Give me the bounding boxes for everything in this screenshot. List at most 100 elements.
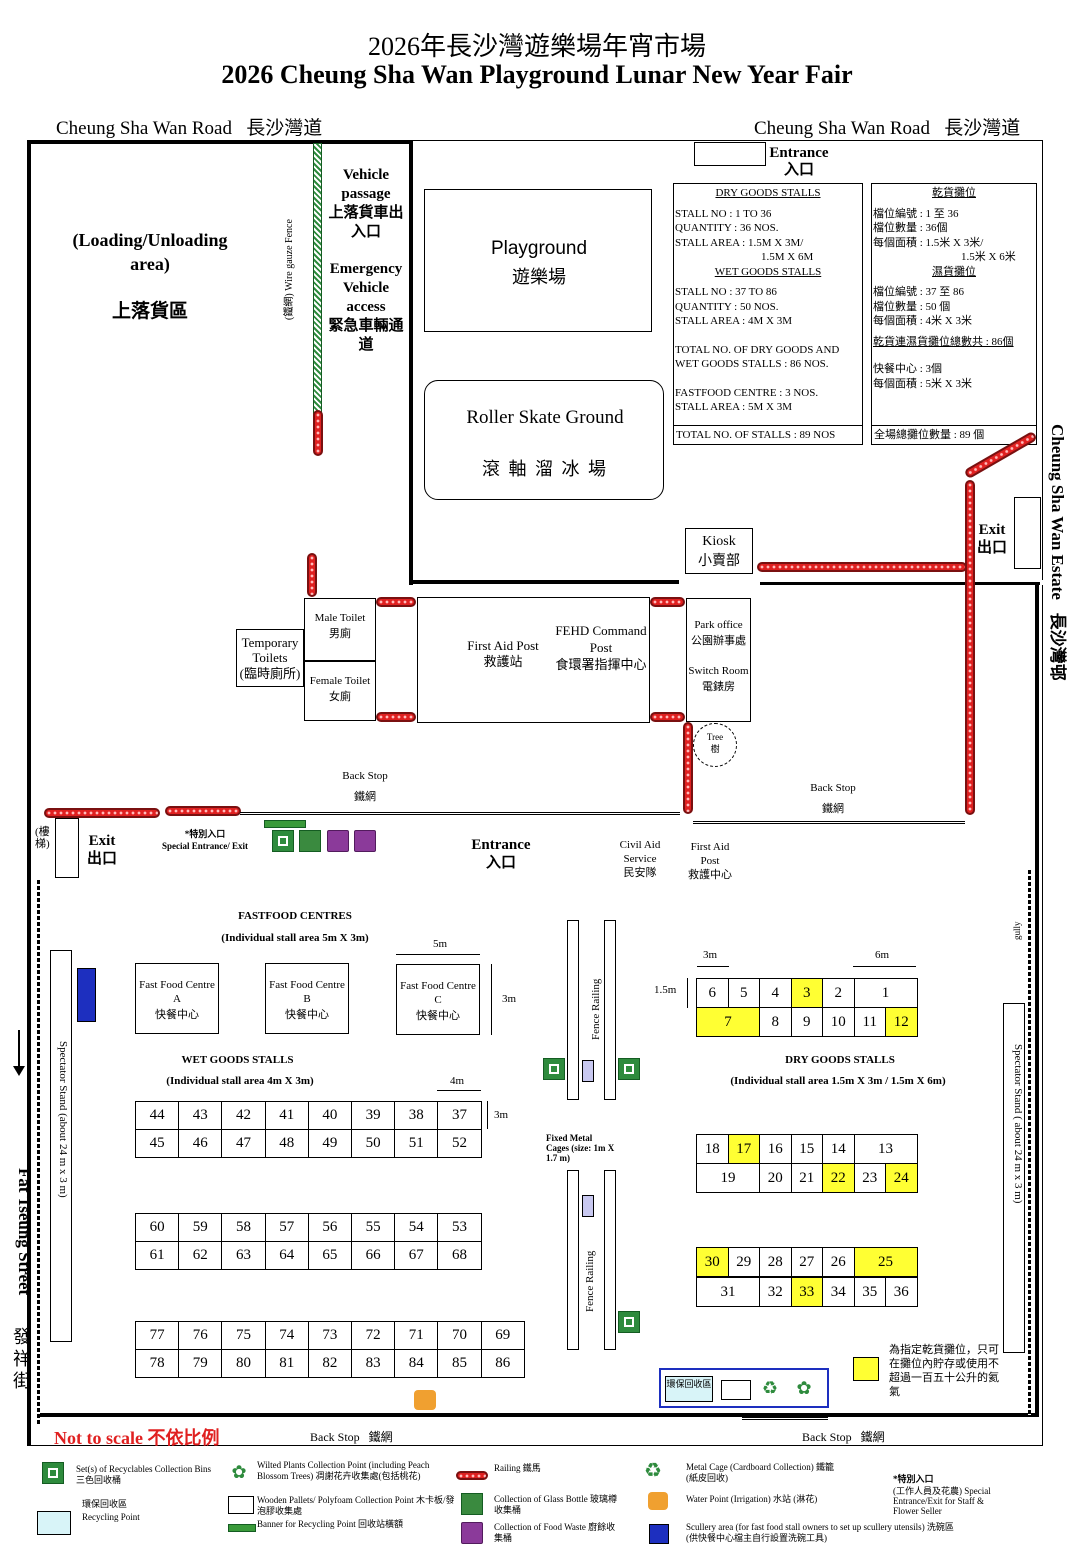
dry-stall-14: 14 [822,1134,855,1164]
male-toilet: Male Toilet 男廁 [304,598,376,661]
legend-water-icon [648,1492,668,1510]
fence-railing-2 [604,920,616,1100]
wet-stall-79: 79 [178,1349,223,1378]
border-top-right [413,140,1043,141]
wet-stall-74: 74 [264,1321,309,1350]
dry-stall-31: 31 [696,1277,760,1307]
entrance-top-gate [694,142,766,166]
wet-stall-38: 38 [394,1101,439,1130]
railing-left-a [44,808,160,818]
legend-railing-icon [456,1471,488,1480]
recyclables-bins-icon [272,830,294,852]
exit-right-gate [1014,497,1041,569]
backstop-bottom-right-line [742,1417,828,1421]
wet-goods-title: WET GOODS STALLS [181,1054,294,1066]
not-to-scale: Not to scale 不依比例 [54,1428,220,1448]
dim-dry-6m: 6m [875,949,890,961]
railing-right-vertical [965,480,975,815]
legend-glass: Collection of Glass Bottle 玻璃樽收集桶 [494,1494,617,1515]
dim-arrow-dry-3m [697,966,729,967]
legend-metal-cage: Metal Cage (Cardboard Collection) 鐵籠 (紙皮… [686,1462,834,1483]
dry-stall-13: 13 [853,1134,918,1164]
kiosk: Kiosk 小賣部 [685,528,753,574]
legend-banner: Banner for Recycling Point 回收站橫額 [257,1519,403,1529]
wet-stall-70: 70 [437,1321,482,1350]
wet-stall-66: 66 [351,1241,396,1270]
dry-stall-4: 4 [759,978,792,1008]
dry-stall-35: 35 [853,1277,886,1307]
playground: Playground 遊樂場 [424,189,652,332]
dry-stall-24: 24 [885,1163,918,1193]
dim-5m-label: 5m [432,938,448,950]
wet-stall-64: 64 [264,1241,309,1270]
wet-stall-84: 84 [394,1349,439,1378]
wet-stall-63: 63 [221,1241,266,1270]
wet-stall-68: 68 [437,1241,482,1270]
dim-dry-15m: 1.5m [654,984,677,996]
metal-cages-label: Fixed Metal Cages (size: 1m X 1.7 m) [546,1133,615,1163]
wet-stall-83: 83 [351,1349,396,1378]
pallet-icon [721,1380,751,1400]
dry-stall-33: 33 [790,1277,823,1307]
dry-stall-25: 25 [853,1247,918,1277]
dry-stall-26: 26 [822,1247,855,1277]
dim-arrow-wet-3m [487,1101,488,1129]
dim-arrow-4m [437,1090,481,1091]
dry-stall-1: 1 [853,978,918,1008]
spectator-stand-right: Spectator Stand ( about 24 m x 3 m) [1003,1003,1025,1353]
wet-stall-81: 81 [264,1349,309,1378]
info-panel-en: DRY GOODS STALLS STALL NO : 1 TO 36 QUAN… [673,183,863,445]
wet-stall-75: 75 [221,1321,266,1350]
wet-stall-55: 55 [351,1213,396,1242]
recycling-area: 環保回收區 ♻ ✿ [659,1368,829,1408]
railing-toilet-a [376,597,416,607]
wet-stall-67: 67 [394,1241,439,1270]
street-arrow-icon [13,1066,25,1076]
title-zh: 2026年長沙灣遊樂場年宵市場 [367,32,706,61]
backstop-left-line [240,812,680,816]
dry-stall-5: 5 [727,978,760,1008]
border-top-left [27,140,413,144]
wet-stall-49: 49 [307,1129,352,1158]
road-label-right: Cheung Sha Wan Road 長沙灣道 [754,118,1021,139]
wet-stall-50: 50 [351,1129,396,1158]
wet-stall-86: 86 [480,1349,525,1378]
loading-area-label: (Loading/Unloading area) [72,230,228,274]
wet-stall-42: 42 [221,1101,266,1130]
wet-stall-40: 40 [307,1101,352,1130]
exit-left-stairs [55,818,79,878]
wet-stall-53: 53 [437,1213,482,1242]
wet-stall-41: 41 [264,1101,309,1130]
legend-recyclables-icon [42,1462,64,1484]
dry-stall-11: 11 [853,1007,886,1037]
wet-stall-58: 58 [221,1213,266,1242]
wet-stall-61: 61 [135,1241,180,1270]
wet-stall-57: 57 [264,1213,309,1242]
wet-stall-52: 52 [437,1129,482,1158]
dim-3m-label: 3m [502,993,517,1005]
wet-stall-69: 69 [480,1321,525,1350]
yellow-key-swatch [853,1357,879,1381]
railing-left-b [165,806,241,816]
wet-stall-62: 62 [178,1241,223,1270]
legend-pallets: Wooden Pallets/ Polyfoam Collection Poin… [257,1495,455,1516]
legend-water: Water Point (Irrigation) 水站 (淋花) [686,1494,818,1504]
vehicle-passage-label: Vehicle passage 上落貨車出入口 Emergency Vehicl… [328,167,404,353]
legend-metal-cage-icon: ♻ [644,1460,662,1482]
wet-stall-78: 78 [135,1349,180,1378]
legend-pallet-icon [228,1496,254,1514]
wet-stall-65: 65 [307,1241,352,1270]
dim-dry-3m: 3m [703,949,718,961]
dry-stall-30: 30 [696,1247,729,1277]
railing-tree [683,722,693,814]
border-loading-right [409,140,413,585]
recycling-banner [264,820,306,828]
dry-stall-9: 9 [790,1007,823,1037]
legend-banner-icon [228,1524,256,1532]
